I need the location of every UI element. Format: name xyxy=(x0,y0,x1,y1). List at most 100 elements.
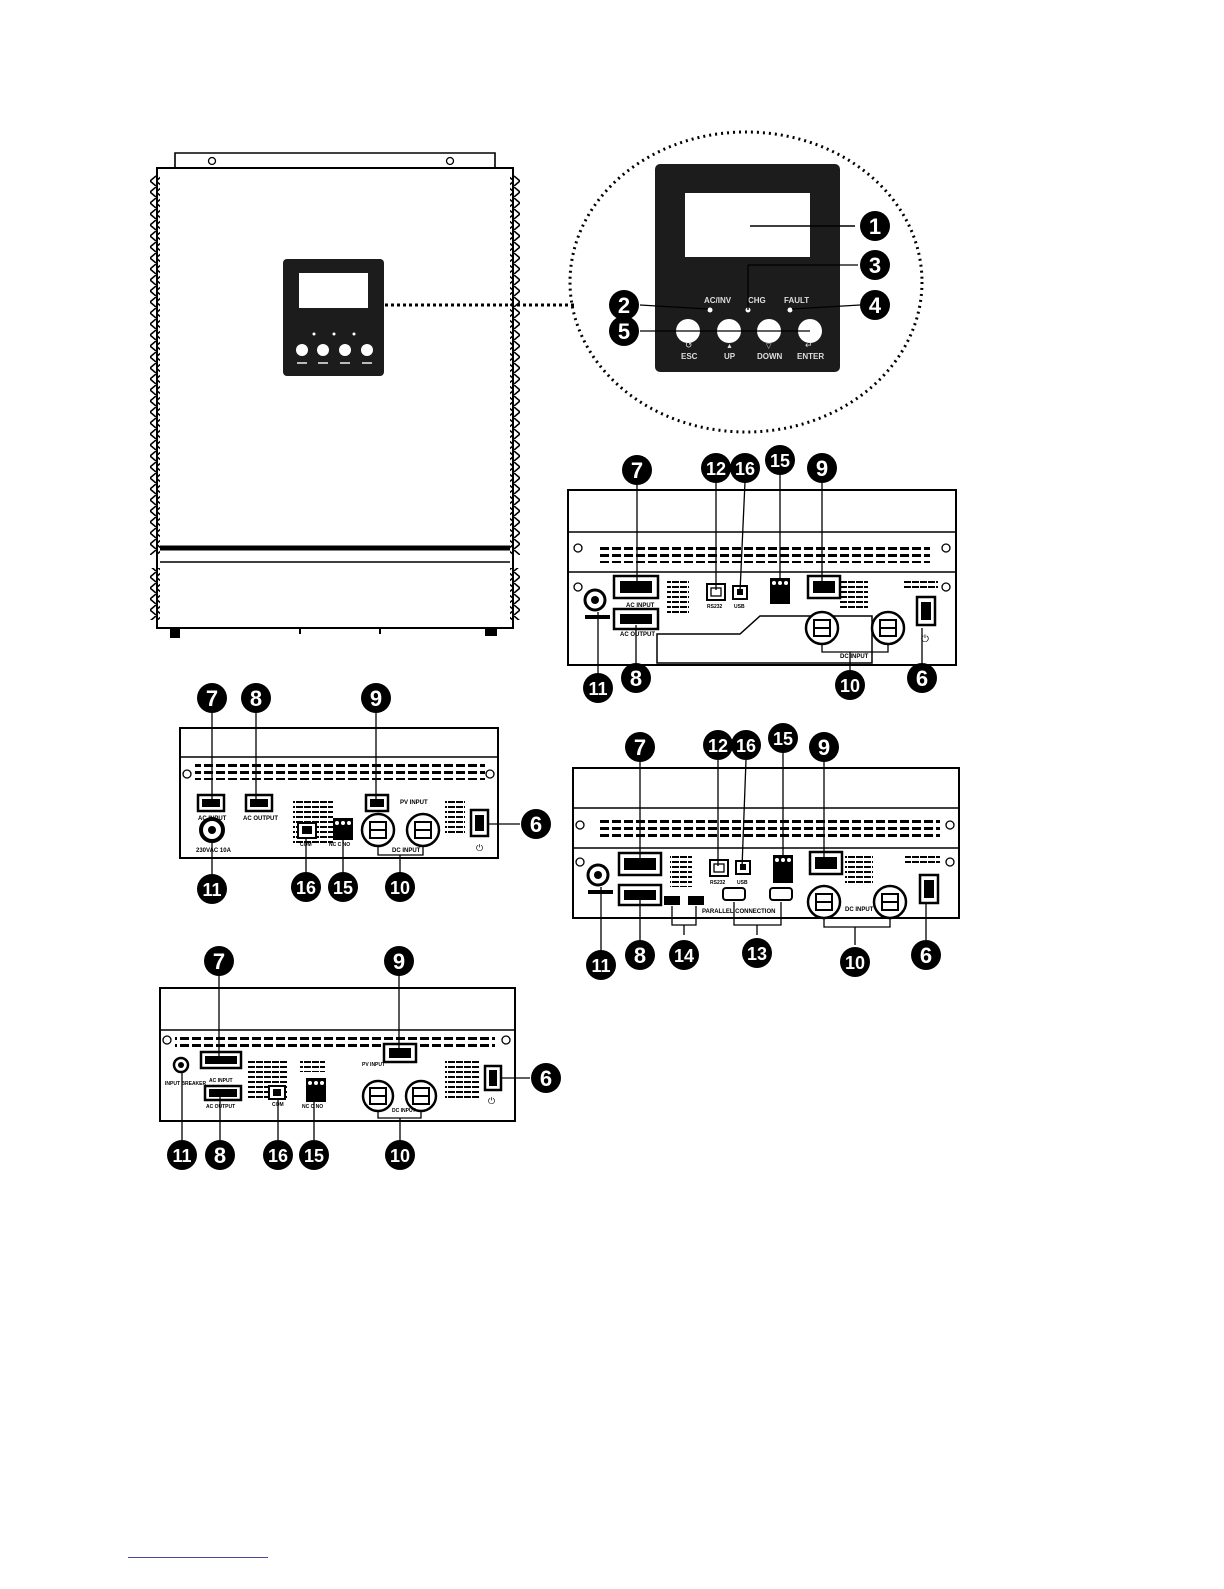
callout-6: 6 xyxy=(521,809,551,839)
callout-7: 7 xyxy=(625,732,655,762)
callout-16: 16 xyxy=(730,453,760,483)
svg-text:10: 10 xyxy=(390,1146,410,1166)
current-share-port-2-c[interactable] xyxy=(688,896,704,905)
svg-text:5: 5 xyxy=(618,319,630,344)
callout-9: 9 xyxy=(809,732,839,762)
parallel-port-2-c[interactable] xyxy=(769,887,793,901)
svg-text:12: 12 xyxy=(708,736,728,756)
svg-text:8: 8 xyxy=(250,686,262,711)
svg-text:10: 10 xyxy=(390,878,410,898)
callout-10: 10 xyxy=(385,1140,415,1170)
down-label: DOWN xyxy=(757,352,783,361)
callout-10: 10 xyxy=(840,947,870,977)
callout-3: 3 xyxy=(860,250,890,280)
led-ac-inv xyxy=(707,307,713,313)
svg-text:14: 14 xyxy=(674,946,694,966)
led-fault xyxy=(787,307,793,313)
svg-text:16: 16 xyxy=(268,1146,288,1166)
rs232-port-c[interactable] xyxy=(709,859,729,877)
ac-input-label-d: AC INPUT xyxy=(209,1078,233,1084)
svg-text:9: 9 xyxy=(393,949,405,974)
callout-15: 15 xyxy=(765,445,795,475)
svg-text:15: 15 xyxy=(304,1146,324,1166)
ac-output-label-b: AC OUTPUT xyxy=(243,816,278,822)
callout-11: 11 xyxy=(586,950,616,980)
usb-label-a: USB xyxy=(734,604,745,610)
footnote-separator xyxy=(128,1557,268,1558)
callout-7: 7 xyxy=(204,946,234,976)
callout-9: 9 xyxy=(361,683,391,713)
parallel-port-1-c[interactable] xyxy=(722,887,746,901)
callout-1: 1 xyxy=(860,211,890,241)
indicator-ac-inv-label: AC/INV xyxy=(704,296,732,305)
svg-text:7: 7 xyxy=(631,458,643,483)
current-share-port-1-c[interactable] xyxy=(664,896,680,905)
callout-11: 11 xyxy=(167,1140,197,1170)
svg-text:6: 6 xyxy=(540,1066,552,1091)
zoom-panel: AC/INV CHG FAULT ESC UP DOWN ENTER ↺ ▲ ▽… xyxy=(568,130,924,434)
callout-11: 11 xyxy=(583,673,613,703)
svg-text:12: 12 xyxy=(706,459,726,479)
svg-text:8: 8 xyxy=(630,666,642,691)
callout-16: 16 xyxy=(263,1140,293,1170)
callout-10: 10 xyxy=(385,872,415,902)
callout-8: 8 xyxy=(625,940,655,970)
power-icon-b: ⏻ xyxy=(476,843,483,853)
svg-text:10: 10 xyxy=(845,953,865,973)
svg-text:9: 9 xyxy=(370,686,382,711)
callout-12: 12 xyxy=(701,453,731,483)
rear-view-d: INPUT BREAKER AC INPUT AC OUTPUT COM NC … xyxy=(159,975,530,1140)
svg-text:15: 15 xyxy=(770,451,790,471)
callout-6: 6 xyxy=(531,1063,561,1093)
callout-2: 2 xyxy=(609,290,639,320)
svg-text:8: 8 xyxy=(214,1143,226,1168)
rs232-label-a: RS232 xyxy=(707,604,723,610)
indicator-chg-label: CHG xyxy=(748,296,766,305)
callout-5: 5 xyxy=(609,316,639,346)
svg-text:9: 9 xyxy=(818,735,830,760)
callout-10: 10 xyxy=(835,670,865,700)
svg-text:11: 11 xyxy=(591,956,610,976)
callout-8: 8 xyxy=(205,1140,235,1170)
svg-text:6: 6 xyxy=(920,943,932,968)
svg-text:7: 7 xyxy=(206,686,218,711)
indicator-fault-label: FAULT xyxy=(784,296,809,305)
callout-15: 15 xyxy=(299,1140,329,1170)
callout-6: 6 xyxy=(907,663,937,693)
power-icon-d: ⏻ xyxy=(488,1096,495,1106)
up-arrow-icon: ▲ xyxy=(726,343,733,350)
down-arrow-icon: ▽ xyxy=(766,343,772,350)
dc-input-label-d: DC INPUT xyxy=(392,1108,416,1114)
enter-icon: ↵ xyxy=(805,340,813,350)
input-breaker-label-d: INPUT BREAKER xyxy=(165,1081,207,1087)
svg-text:4: 4 xyxy=(869,293,882,318)
dc-input-label-a: DC INPUT xyxy=(840,654,869,660)
svg-text:9: 9 xyxy=(816,456,828,481)
svg-text:3: 3 xyxy=(869,253,881,278)
callout-7: 7 xyxy=(197,683,227,713)
svg-text:8: 8 xyxy=(634,943,646,968)
rear-view-a: AC INPUT AC OUTPUT RS232 USB DC INPUT ⏻ xyxy=(567,474,957,680)
svg-text:15: 15 xyxy=(333,878,353,898)
svg-text:2: 2 xyxy=(618,293,630,318)
svg-text:13: 13 xyxy=(747,944,767,964)
relay-terminal-c[interactable] xyxy=(773,855,793,883)
callout-11: 11 xyxy=(197,874,227,904)
svg-text:16: 16 xyxy=(736,736,756,756)
parallel-label-c: PARALLEL CONNECTION xyxy=(702,909,775,915)
svg-text:6: 6 xyxy=(916,666,928,691)
callout-9: 9 xyxy=(384,946,414,976)
up-label: UP xyxy=(724,352,736,361)
callout-15: 15 xyxy=(328,872,358,902)
rear-view-b: AC INPUT AC OUTPUT PV INPUT 230VAC 10A C… xyxy=(179,712,520,876)
relay-label-d: NC C NO xyxy=(302,1104,323,1110)
callout-16: 16 xyxy=(731,730,761,760)
callout-14: 14 xyxy=(669,940,699,970)
esc-icon: ↺ xyxy=(685,340,693,350)
svg-text:16: 16 xyxy=(735,459,755,479)
lcd-screen xyxy=(685,193,810,257)
ac-input-label-a: AC INPUT xyxy=(626,603,655,609)
callout-8: 8 xyxy=(241,683,271,713)
